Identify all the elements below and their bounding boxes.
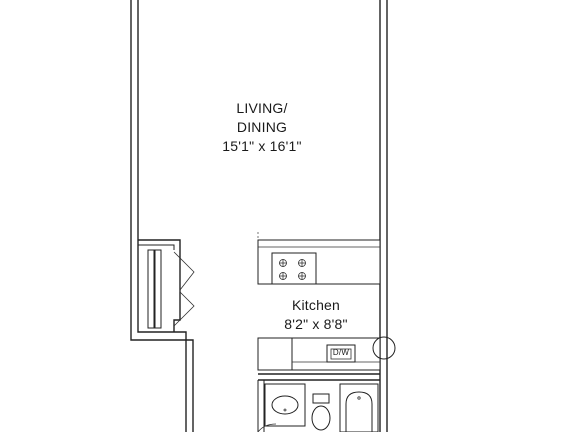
living-dining-name-line2: DINING — [236, 119, 288, 135]
closet-bifold-door — [147, 249, 195, 329]
kitchen-name: Kitchen — [291, 297, 341, 313]
bathroom — [257, 373, 380, 432]
kitchen-dimensions: 8'2" x 8'8" — [284, 316, 348, 332]
dishwasher-text: D/W — [332, 348, 350, 357]
living-dining-name-line1: LIVING/ — [236, 100, 288, 116]
kitchen-lower-counter — [257, 336, 396, 371]
right-exterior-wall — [379, 0, 388, 432]
bathroom-sink — [264, 383, 306, 427]
water-heater-circle — [372, 336, 396, 360]
dishwasher-label: D/W — [327, 346, 355, 360]
cooktop-burners — [279, 259, 306, 280]
kitchen-label: Kitchen 8'2" x 8'8" — [258, 296, 374, 334]
living-dining-dimensions: 15'1" x 16'1" — [222, 138, 302, 154]
bathtub — [339, 383, 379, 432]
toilet — [311, 393, 331, 431]
kitchen-upper-counter — [257, 239, 381, 285]
left-exterior-wall — [130, 0, 194, 432]
living-dining-label: LIVING/ DINING 15'1" x 16'1" — [202, 99, 322, 156]
